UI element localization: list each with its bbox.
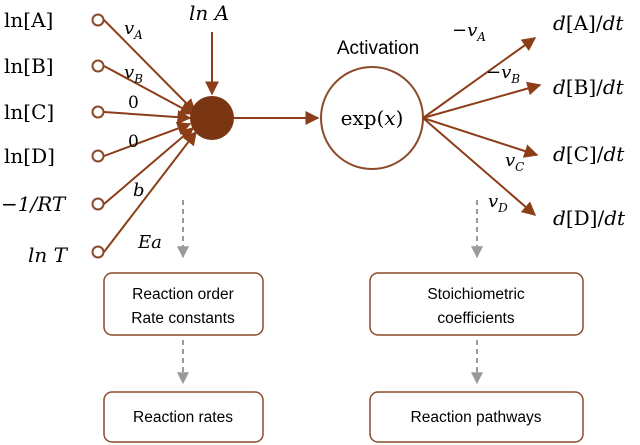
input-edge-c <box>103 110 192 125</box>
bias-label: ln A <box>189 1 229 25</box>
input-edge-b <box>103 65 195 115</box>
dashed-arrows <box>177 200 483 385</box>
input-label-neg-inv-rt: −1/RT <box>1 192 67 216</box>
box-reaction-order-line1: Reaction order <box>132 286 234 303</box>
output-weight-neg-va: −vA <box>452 20 486 44</box>
box-reaction-order <box>103 272 264 336</box>
output-weights: −vA −vB vC vD <box>452 20 524 215</box>
input-label-ln-d: ln[D] <box>4 144 55 168</box>
box-stoichiometric <box>369 272 584 336</box>
box-stoichiometric-line2: coefficients <box>437 310 515 327</box>
input-connector <box>91 197 105 211</box>
weight-label-zero-c: 0 <box>128 93 139 113</box>
activation-title: Activation <box>337 38 419 59</box>
output-edge-d <box>422 117 537 216</box>
input-connector <box>91 245 105 259</box>
weight-label-vb: vB <box>124 62 143 86</box>
output-weight-vc: vC <box>505 150 524 174</box>
input-label-ln-c: ln[C] <box>4 100 54 124</box>
input-edge-a <box>103 19 196 113</box>
box-reaction-order-line2: Rate constants <box>131 310 235 327</box>
output-weight-vd: vD <box>488 191 508 215</box>
box-reaction-pathways-label: Reaction pathways <box>411 409 542 426</box>
weight-label-ea: Ea <box>137 232 162 253</box>
output-weight-neg-vb: −vB <box>486 62 520 86</box>
input-edge-d <box>103 121 192 157</box>
weight-label-zero-d: 0 <box>128 132 139 152</box>
weight-label-b: b <box>133 180 145 201</box>
weight-labels: vA vB 0 0 b Ea <box>124 18 162 253</box>
output-edges <box>422 37 542 216</box>
box-reaction-rates <box>103 391 264 443</box>
box-reaction-rates-label: Reaction rates <box>133 409 233 426</box>
input-connectors <box>91 13 105 259</box>
output-edge-a <box>422 37 537 119</box>
activation-function: exp(x) <box>341 106 404 130</box>
input-label-ln-b: ln[B] <box>4 54 54 78</box>
box-reaction-pathways <box>369 391 584 443</box>
input-edges <box>103 19 219 253</box>
input-edge-ln-t <box>103 130 197 253</box>
input-connector <box>91 13 105 27</box>
weight-label-vb-sub: B <box>133 72 143 86</box>
output-label-dc: d[C]/dt <box>553 142 625 166</box>
output-edge-b <box>422 81 542 119</box>
input-connector <box>91 59 105 73</box>
input-labels: ln[A] ln[B] ln[C] ln[D] −1/RT ln T <box>1 8 69 267</box>
input-label-ln-a: ln[A] <box>4 8 53 32</box>
input-edge-neg-inv-rt <box>103 127 195 205</box>
weight-label-va: vA <box>124 18 143 42</box>
box-stoichiometric-line1: Stoichiometric <box>427 286 525 303</box>
summation-node <box>190 96 234 140</box>
weight-label-va-sub: A <box>133 28 143 42</box>
input-label-ln-t: ln T <box>28 243 69 267</box>
output-label-da: d[A]/dt <box>553 11 624 35</box>
output-label-db: d[B]/dt <box>553 75 625 99</box>
output-labels: d[A]/dt d[B]/dt d[C]/dt d[D]/dt <box>553 11 626 230</box>
input-connector <box>91 149 105 163</box>
box-texts: Reaction order Rate constants Reaction r… <box>131 286 541 426</box>
output-edge-c <box>422 117 539 158</box>
output-label-dd: d[D]/dt <box>553 206 626 230</box>
input-connector <box>91 105 105 119</box>
boxes <box>103 272 584 443</box>
